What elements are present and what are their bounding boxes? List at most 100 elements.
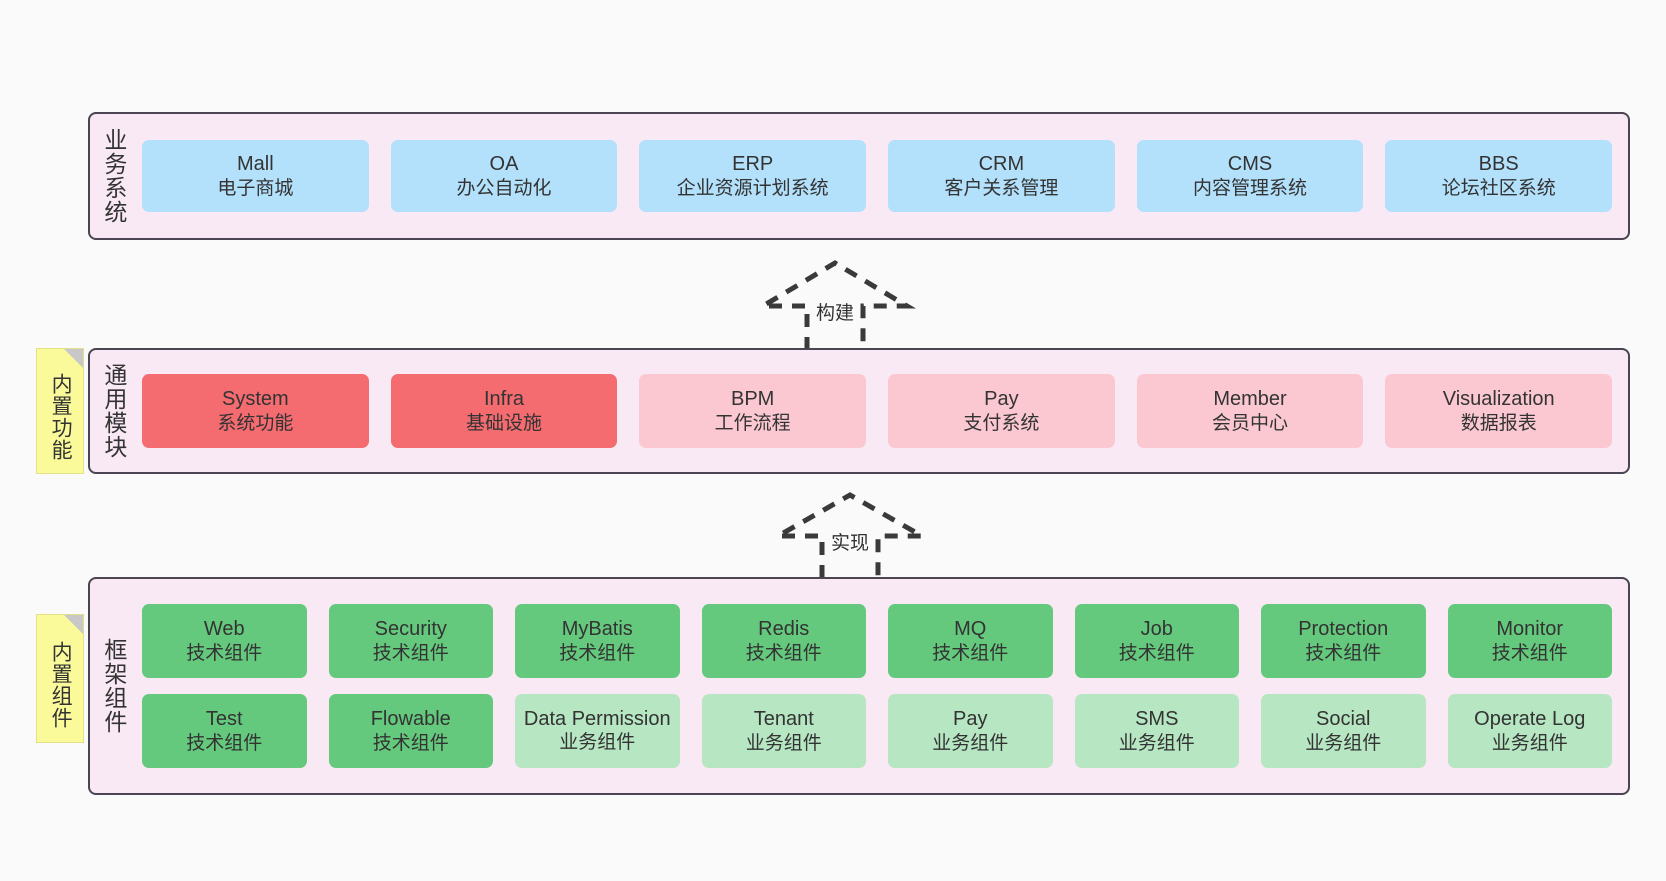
layer-title-framework-components: 框架组件 [100, 638, 127, 734]
card-title-en: MyBatis [561, 617, 633, 640]
card-title-en: Data Permission [523, 708, 671, 731]
card-mybatis[interactable]: MyBatis 技术组件 [515, 604, 680, 678]
note-builtin-components: 内置组件 [36, 614, 84, 743]
card-row: Test 技术组件 Flowable 技术组件 Data Permission … [142, 694, 1612, 768]
card-title-en: Redis [758, 617, 810, 640]
card-title-en: Job [1140, 617, 1173, 640]
card-title-cn: 系统功能 [217, 412, 294, 434]
note-builtin-functions: 内置功能 [36, 348, 84, 474]
layer-business-systems: 业务系统 Mall 电子商城 OA 办公自动化 ERP 企业资源计划系统 CRM… [88, 112, 1630, 240]
card-system[interactable]: System 系统功能 [142, 374, 369, 448]
card-title-cn: 会员中心 [1212, 412, 1289, 434]
layer-body-framework-components: Web 技术组件 Security 技术组件 MyBatis 技术组件 Redi… [136, 579, 1628, 793]
card-title-en: CRM [978, 152, 1025, 175]
card-bbs[interactable]: BBS 论坛社区系统 [1385, 140, 1613, 212]
card-title-cn: 技术组件 [1305, 642, 1382, 664]
card-title-en: SMS [1135, 707, 1179, 730]
card-mall[interactable]: Mall 电子商城 [142, 140, 369, 212]
card-social[interactable]: Social 业务组件 [1261, 694, 1426, 768]
card-pay-biz[interactable]: Pay 业务组件 [888, 694, 1053, 768]
card-title-en: ERP [732, 152, 774, 175]
card-title-en: Operate Log [1474, 707, 1586, 730]
card-title-cn: 客户关系管理 [944, 177, 1059, 199]
card-cms[interactable]: CMS 内容管理系统 [1136, 140, 1364, 212]
card-operate-log[interactable]: Operate Log 业务组件 [1447, 694, 1612, 768]
card-title-cn: 业务组件 [1305, 732, 1382, 754]
note-fold-icon [64, 349, 83, 368]
note-label: 内置功能 [49, 373, 73, 461]
card-mq[interactable]: MQ 技术组件 [888, 604, 1053, 678]
card-title-cn: 企业资源计划系统 [676, 177, 829, 199]
card-title-cn: 业务组件 [745, 732, 822, 754]
card-title-en: Infra [483, 387, 525, 410]
connector-build-label: 构建 [815, 303, 855, 324]
card-title-en: OA [489, 152, 519, 175]
card-title-cn: 工作流程 [714, 412, 791, 434]
card-title-cn: 技术组件 [372, 642, 449, 664]
card-monitor[interactable]: Monitor 技术组件 [1447, 604, 1612, 678]
card-title-cn: 技术组件 [559, 642, 636, 664]
card-title-cn: 基础设施 [466, 412, 543, 434]
card-redis[interactable]: Redis 技术组件 [701, 604, 866, 678]
layer-body-common-modules: System 系统功能 Infra 基础设施 BPM 工作流程 Pay 支付系统… [136, 350, 1628, 472]
card-security[interactable]: Security 技术组件 [328, 604, 493, 678]
layer-title-common-modules: 通用模块 [100, 363, 127, 459]
connector-implement-label: 实现 [830, 533, 870, 554]
card-title-cn: 论坛社区系统 [1441, 177, 1556, 199]
card-title-cn: 技术组件 [186, 732, 263, 754]
card-title-cn: 内容管理系统 [1193, 177, 1308, 199]
card-title-cn: 技术组件 [372, 732, 449, 754]
card-infra[interactable]: Infra 基础设施 [390, 374, 618, 448]
card-title-en: Social [1316, 707, 1371, 730]
card-title-en: CMS [1227, 152, 1273, 175]
card-title-cn: 办公自动化 [456, 177, 552, 199]
card-title-en: Pay [984, 387, 1019, 410]
layer-framework-components: 框架组件 Web 技术组件 Security 技术组件 MyBatis 技术组件… [88, 577, 1630, 795]
card-pay[interactable]: Pay 支付系统 [888, 374, 1115, 448]
card-bpm[interactable]: BPM 工作流程 [639, 374, 867, 448]
card-crm[interactable]: CRM 客户关系管理 [888, 140, 1115, 212]
card-title-en: Visualization [1442, 387, 1555, 410]
card-title-en: Protection [1298, 617, 1389, 640]
connector-implement: 实现 [760, 490, 940, 578]
card-title-en: Member [1213, 387, 1287, 410]
card-title-en: Mall [237, 152, 274, 175]
card-title-en: Flowable [370, 707, 451, 730]
card-oa[interactable]: OA 办公自动化 [390, 140, 618, 212]
card-title-cn: 电子商城 [217, 177, 294, 199]
card-title-en: System [221, 387, 289, 410]
card-title-cn: 技术组件 [1491, 642, 1568, 664]
card-data-permission[interactable]: Data Permission 业务组件 [515, 694, 680, 768]
card-flowable[interactable]: Flowable 技术组件 [328, 694, 493, 768]
card-web[interactable]: Web 技术组件 [142, 604, 307, 678]
card-title-en: Security [374, 617, 447, 640]
card-title-cn: 技术组件 [932, 642, 1009, 664]
card-title-en: Pay [953, 707, 988, 730]
card-title-en: BPM [731, 387, 775, 410]
card-title-cn: 业务组件 [559, 732, 636, 754]
card-tenant[interactable]: Tenant 业务组件 [701, 694, 866, 768]
card-visualization[interactable]: Visualization 数据报表 [1385, 374, 1613, 448]
card-row: Web 技术组件 Security 技术组件 MyBatis 技术组件 Redi… [142, 604, 1612, 678]
card-title-cn: 支付系统 [963, 412, 1040, 434]
card-job[interactable]: Job 技术组件 [1074, 604, 1239, 678]
card-sms[interactable]: SMS 业务组件 [1074, 694, 1239, 768]
card-title-en: BBS [1478, 152, 1519, 175]
card-row: Mall 电子商城 OA 办公自动化 ERP 企业资源计划系统 CRM 客户关系… [142, 140, 1613, 212]
card-title-cn: 业务组件 [1118, 732, 1195, 754]
card-protection[interactable]: Protection 技术组件 [1261, 604, 1426, 678]
connector-implement-arrow [768, 492, 932, 578]
note-fold-icon [64, 615, 83, 634]
card-member[interactable]: Member 会员中心 [1136, 374, 1364, 448]
card-title-cn: 业务组件 [932, 732, 1009, 754]
layer-body-business-systems: Mall 电子商城 OA 办公自动化 ERP 企业资源计划系统 CRM 客户关系… [136, 114, 1628, 238]
layer-title-business-systems: 业务系统 [100, 128, 127, 224]
card-title-cn: 数据报表 [1460, 412, 1537, 434]
card-title-cn: 技术组件 [1118, 642, 1195, 664]
card-title-en: Monitor [1496, 617, 1564, 640]
card-erp[interactable]: ERP 企业资源计划系统 [639, 140, 867, 212]
layer-common-modules: 通用模块 System 系统功能 Infra 基础设施 BPM 工作流程 Pay… [88, 348, 1630, 474]
card-title-en: Test [205, 707, 243, 730]
card-test[interactable]: Test 技术组件 [142, 694, 307, 768]
card-title-en: MQ [954, 617, 987, 640]
